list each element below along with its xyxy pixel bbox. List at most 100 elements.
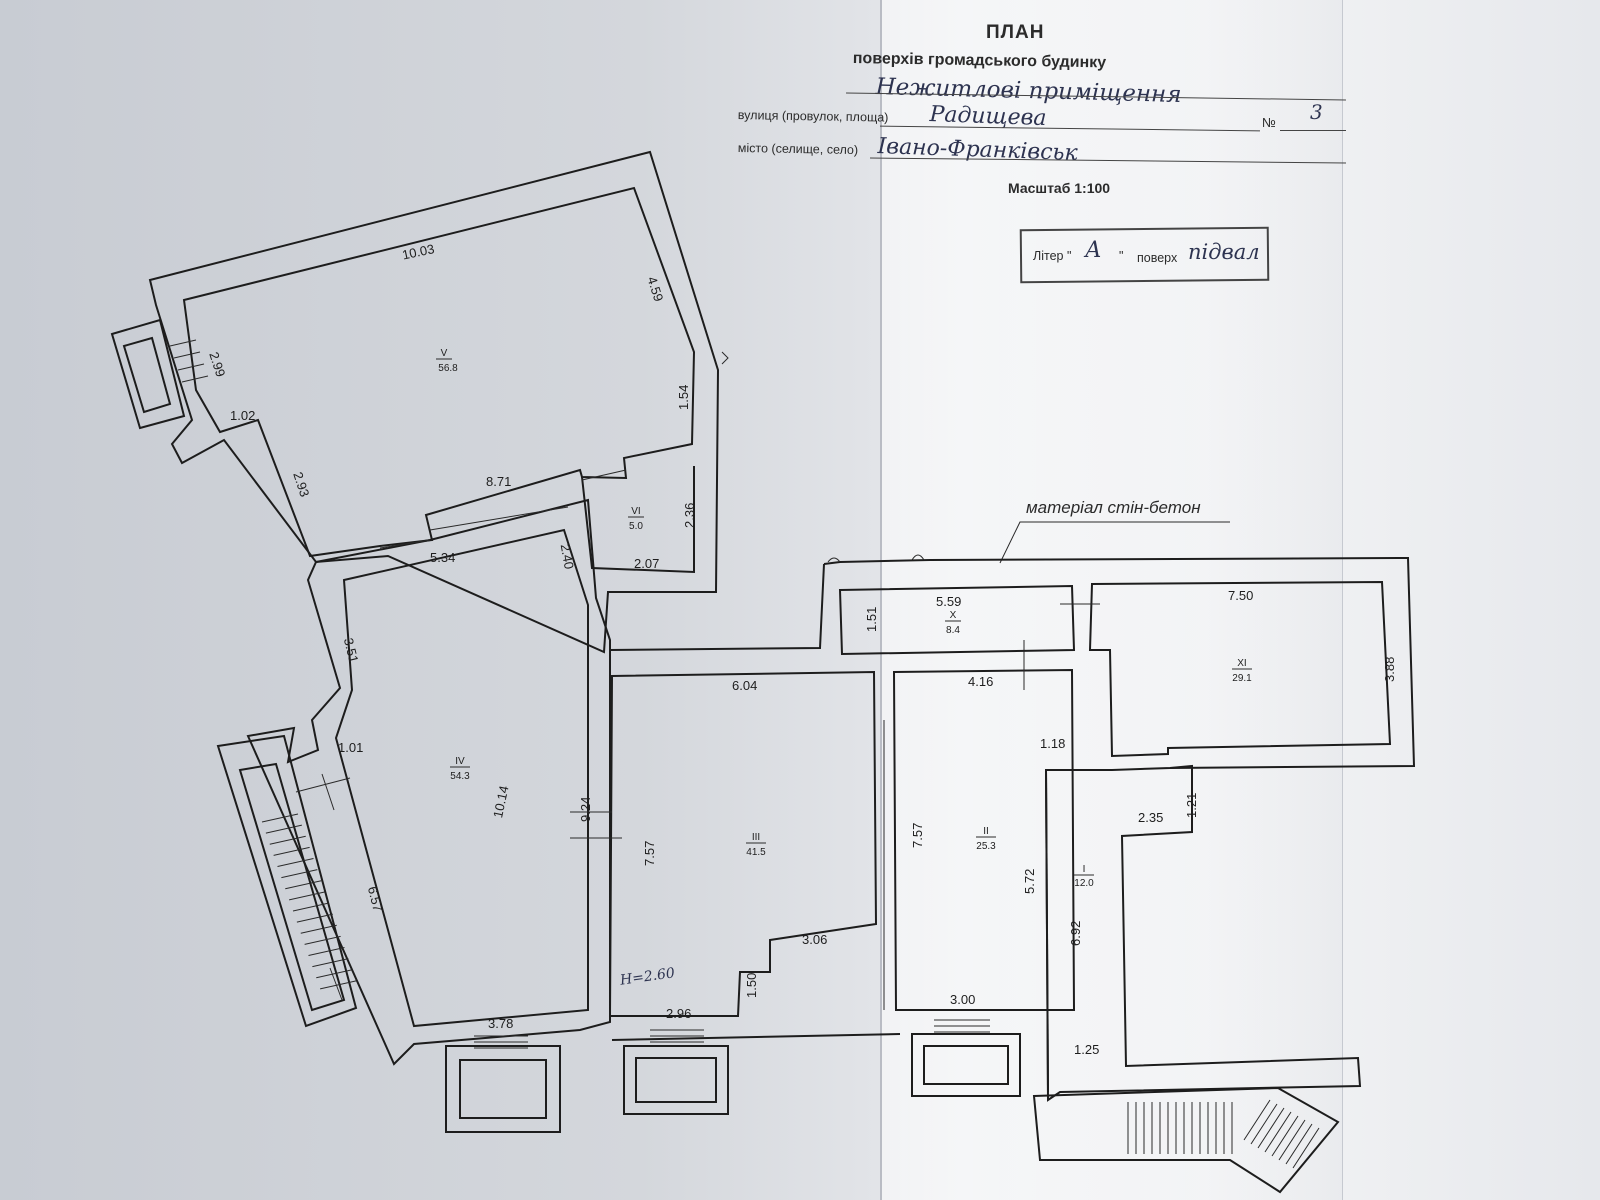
- svg-text:II: II: [983, 826, 989, 837]
- window-hatch-3: [934, 1019, 990, 1033]
- number-handwritten: 3: [1310, 100, 1323, 124]
- stair-left-steps: [261, 813, 357, 990]
- dim-10-03: 10.03: [401, 241, 436, 262]
- stair-step: [1292, 1127, 1320, 1169]
- wall-room-v-inner: [182, 186, 696, 558]
- break-mark-2: [827, 557, 841, 563]
- svg-text:5.0: 5.0: [629, 521, 643, 532]
- window-pit-2-inner: [635, 1057, 717, 1103]
- wall-room-ii: [892, 668, 1076, 1011]
- stair-left-door-jamb: [321, 773, 335, 811]
- dim-1-18: 1.18: [1040, 736, 1065, 751]
- room-label-iv: IV 54.3: [450, 756, 470, 782]
- svg-text:IV: IV: [455, 756, 465, 767]
- material-leader: [999, 521, 1230, 564]
- svg-text:III: III: [752, 832, 760, 843]
- dim-3-00: 3.00: [950, 992, 975, 1007]
- dim-1-51: 1.51: [864, 607, 879, 632]
- dim-6-92: 6.92: [1068, 921, 1083, 946]
- stair-step: [1250, 1103, 1278, 1145]
- dim-6-57: 6.57: [365, 885, 386, 913]
- dim-2-36: 2.36: [682, 503, 697, 528]
- stair-step: [1278, 1119, 1306, 1161]
- svg-text:X: X: [950, 610, 957, 621]
- dim-7-57-iii: 7.57: [642, 841, 657, 866]
- window-hatch-4: [169, 339, 209, 383]
- stair-step: [1243, 1099, 1271, 1141]
- dim-9-24: 9.24: [578, 797, 593, 822]
- stair-step: [1271, 1115, 1299, 1157]
- door-line: [581, 469, 627, 481]
- number-label: №: [1262, 115, 1276, 130]
- window-pit-3: [911, 1033, 1021, 1097]
- room-label-ii: II 25.3: [976, 826, 996, 852]
- dim-1-01: 1.01: [338, 740, 363, 755]
- svg-text:25.3: 25.3: [976, 841, 996, 852]
- window-pit-1: [445, 1045, 561, 1133]
- dim-3-06: 3.06: [802, 932, 827, 947]
- plan-title: ПЛАН: [986, 22, 1045, 43]
- stair-left-outer: [216, 734, 358, 1028]
- dim-2-35: 2.35: [1138, 810, 1163, 825]
- dim-4-59: 4.59: [644, 275, 666, 304]
- stair-step: [273, 846, 310, 856]
- stair-step: [269, 835, 306, 845]
- material-note: матеріал стін-бетон: [1026, 498, 1201, 517]
- dim-1-25: 1.25: [1074, 1042, 1099, 1057]
- room-label-vi: VI 5.0: [628, 506, 644, 532]
- liter-label: Літер ": [1033, 249, 1072, 263]
- wall-corridor-top: [609, 563, 825, 651]
- window-hatch-1: [474, 1035, 528, 1049]
- svg-text:8.4: 8.4: [946, 625, 960, 636]
- stair-step: [312, 958, 349, 968]
- stair-left-door: [295, 777, 351, 793]
- stair-step: [308, 947, 345, 956]
- svg-text:I: I: [1083, 864, 1086, 875]
- dim-2-40: 2.40: [558, 543, 577, 571]
- stair-step: [304, 935, 341, 945]
- dim-1-02: 1.02: [230, 408, 255, 423]
- stair-step: [292, 902, 330, 912]
- room-label-i: I 12.0: [1074, 864, 1094, 889]
- stair-step: [296, 913, 333, 923]
- height-note: H=2.60: [618, 965, 676, 989]
- break-mark-3: [911, 554, 925, 561]
- stair-left-arrow: [329, 967, 343, 1001]
- floor-label: поверх: [1137, 251, 1178, 265]
- dim-5-59: 5.59: [936, 594, 961, 609]
- dim-8-71: 8.71: [486, 474, 511, 489]
- wall-room-i-left: [1045, 769, 1049, 1093]
- dim-5-34: 5.34: [430, 550, 455, 565]
- dim-3-51: 3.51: [341, 636, 362, 664]
- svg-text:12.0: 12.0: [1074, 878, 1094, 889]
- stair-step: [277, 858, 314, 867]
- stair-step: [1257, 1107, 1285, 1149]
- room-label-x: X 8.4: [945, 610, 961, 636]
- stair-right-outer: [1032, 1086, 1340, 1194]
- wall-bottom-iii: [611, 1033, 901, 1041]
- dim-10-14: 10.14: [490, 784, 511, 819]
- wall-room-xi: [1088, 580, 1392, 758]
- dim-1-21: 1.21: [1184, 793, 1199, 818]
- svg-text:54.3: 54.3: [450, 771, 470, 782]
- number-underline: [1280, 130, 1346, 131]
- stair-step: [285, 880, 322, 890]
- dim-1-50: 1.50: [744, 973, 759, 998]
- stair-step: [281, 869, 318, 879]
- stair-step: [300, 924, 337, 934]
- floor-value: підвал: [1188, 240, 1260, 264]
- stair-step: [265, 824, 302, 834]
- room-iv-door: [379, 539, 431, 549]
- wall-room-iv-outer: [246, 498, 611, 1066]
- dim-5-72: 5.72: [1022, 869, 1037, 894]
- dim-3-78: 3.78: [488, 1016, 513, 1031]
- dim-7-57-ii: 7.57: [910, 823, 925, 848]
- dim-2-07: 2.07: [634, 556, 659, 571]
- dim-3-88: 3.88: [1382, 657, 1397, 682]
- wall-room-iv-inner: [334, 528, 589, 1028]
- svg-text:VI: VI: [631, 506, 640, 517]
- wall-room-iii-inner: [608, 670, 878, 1017]
- stair-step: [289, 891, 326, 901]
